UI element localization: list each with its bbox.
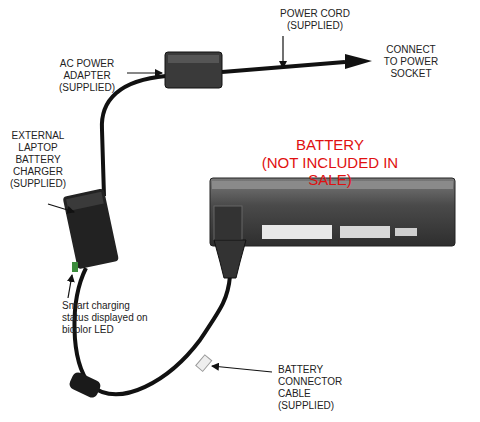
- cable-tag: [196, 355, 212, 372]
- leader-arrow: [212, 366, 272, 372]
- battery-sticker: [395, 228, 417, 236]
- cord-arrow: [345, 54, 372, 69]
- charger-body: [63, 188, 119, 269]
- battery-contacts: [214, 206, 242, 240]
- part-label: AC POWER ADAPTER (SUPPLIED): [55, 58, 119, 94]
- adapter-highlight: [168, 55, 219, 63]
- laptop-battery: [210, 178, 455, 246]
- dc-cable: [102, 76, 166, 196]
- battery-title: BATTERY: [280, 136, 380, 153]
- leader-arrow: [48, 204, 74, 212]
- part-label: POWER CORD (SUPPLIED): [278, 8, 352, 32]
- part-label: BATTERY CONNECTOR CABLE (SUPPLIED): [278, 364, 348, 412]
- instruction-label: CONNECT TO POWER SOCKET: [382, 44, 440, 80]
- leader-arrow: [282, 36, 283, 68]
- battery-sticker: [340, 226, 390, 238]
- part-label: EXTERNAL LAPTOP BATTERY CHARGER (SUPPLIE…: [6, 130, 70, 190]
- ac-adapter: [165, 52, 222, 88]
- battery-note: (NOT INCLUDED IN SALE): [240, 154, 420, 188]
- connector-plug: [214, 240, 246, 278]
- led-note: Smart charging status displayed on bicol…: [62, 300, 152, 336]
- leader-arrow: [127, 72, 162, 73]
- leader-arrow: [68, 275, 72, 298]
- ferrite-bead: [68, 371, 103, 400]
- bicolor-led: [72, 262, 78, 272]
- battery-sticker: [262, 225, 332, 239]
